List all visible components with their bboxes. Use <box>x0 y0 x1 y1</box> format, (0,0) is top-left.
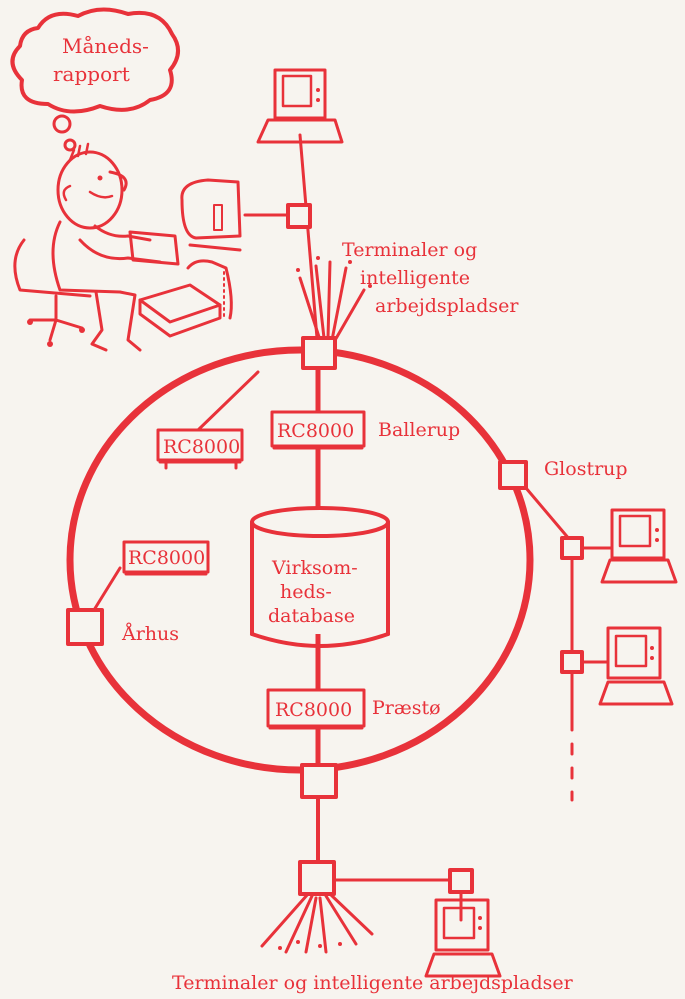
thought-bubble-line1: Måneds- <box>62 34 149 58</box>
database-line2: heds- <box>280 581 332 603</box>
computer-rc-praesto <box>266 688 366 730</box>
rc-left-label: RC8000 <box>163 436 240 458</box>
database-line3: database <box>268 605 355 627</box>
database-line1: Virksom- <box>271 557 358 579</box>
network-node-icon <box>300 763 338 799</box>
terminals-top-line2: intelligente <box>360 267 470 289</box>
network-node-icon <box>448 868 474 894</box>
person-at-desk-icon <box>13 142 180 352</box>
terminals-top-line1: Terminaler og <box>342 239 477 261</box>
terminals-bottom-label: Terminaler og intelligente arbejdspladse… <box>172 972 574 994</box>
network-node-icon <box>298 860 336 896</box>
computer-rc-ballerup <box>270 410 366 450</box>
network-node-icon <box>286 203 312 229</box>
computer-rc-left <box>156 428 244 470</box>
ballerup-label: Ballerup <box>378 419 460 441</box>
praesto-label: Præstø <box>372 697 441 719</box>
top-spur-line <box>298 133 320 352</box>
terminals-top-line3: arbejdspladser <box>375 295 519 317</box>
network-node-icon <box>66 608 104 646</box>
computer-rc-arhus <box>122 540 210 576</box>
rc-praesto-label: RC8000 <box>275 699 352 721</box>
rc-arhus-label: RC8000 <box>128 547 205 569</box>
terminal-icon <box>598 626 674 706</box>
printer-icon <box>138 259 233 338</box>
terminal-fan-top <box>296 256 372 344</box>
terminal-icon <box>180 178 242 252</box>
network-node-icon <box>301 336 337 370</box>
thought-bubble-line2: rapport <box>53 62 130 86</box>
network-node-icon <box>498 460 528 490</box>
terminal-icon <box>424 898 502 978</box>
rc-ballerup-label: RC8000 <box>277 420 354 442</box>
database-cylinder-icon <box>250 506 390 648</box>
network-node-icon <box>560 650 584 674</box>
terminal-icon <box>256 68 344 144</box>
network-node-icon <box>560 536 584 560</box>
terminal-icon <box>600 508 678 584</box>
arhus-label: Århus <box>121 623 179 645</box>
thought-bubble-icon <box>10 7 180 152</box>
glostrup-label: Glostrup <box>544 458 628 480</box>
terminal-fan-bottom <box>260 892 374 954</box>
